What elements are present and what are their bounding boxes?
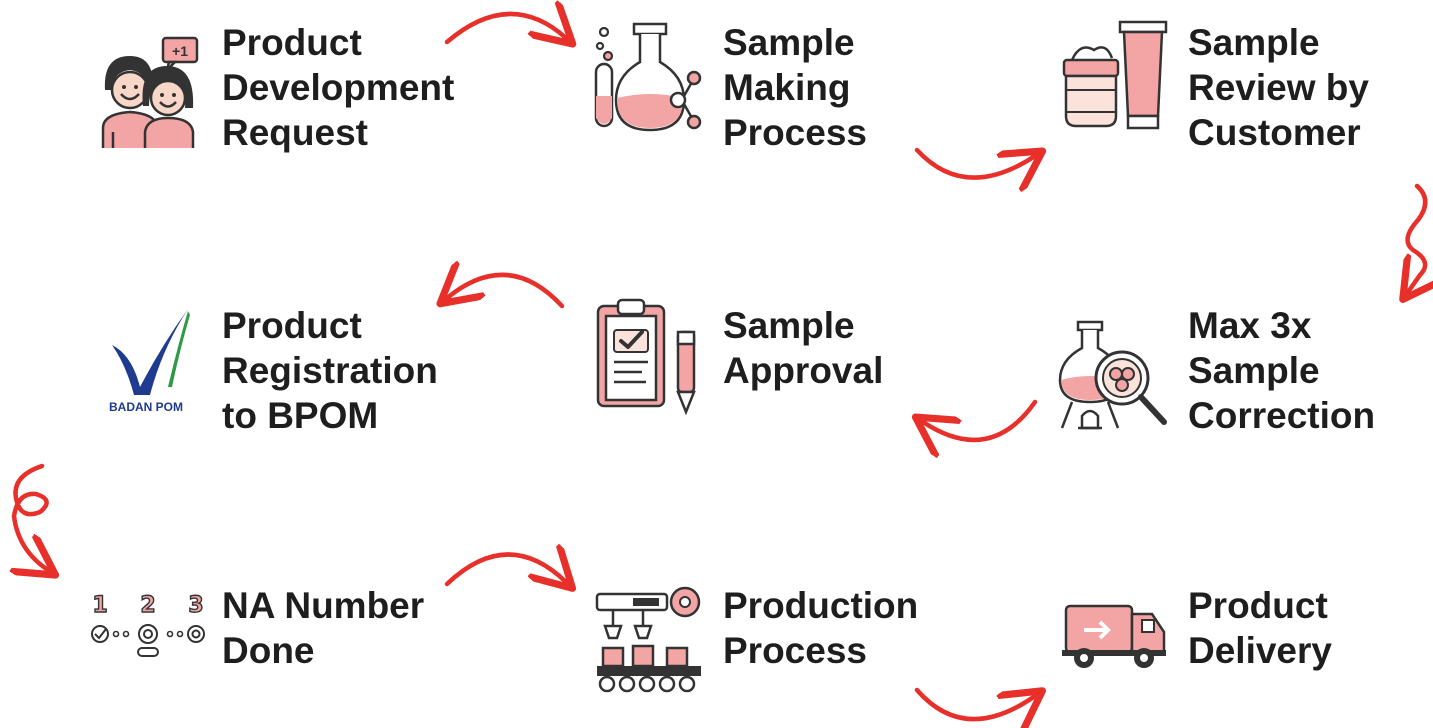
step-label: Sample Making Process (723, 20, 867, 155)
step-label: Sample Approval (723, 303, 883, 393)
badan-pom-logo: BADAN POM (92, 305, 212, 417)
numbered-steps-icon: 1 2 3 (86, 588, 206, 668)
step-label-line: Approval (723, 350, 884, 391)
step-label-line: to BPOM (222, 395, 379, 436)
factory-conveyor-icon (593, 586, 705, 694)
cosmetic-jar-tube-icon (1058, 20, 1170, 132)
step-label-line: Sample (723, 22, 855, 63)
step-label-line: Correction (1188, 395, 1376, 436)
step-digit: 3 (188, 593, 203, 618)
step-label-line: Development (222, 67, 455, 108)
step-label-line: Max 3x (1188, 305, 1312, 346)
delivery-truck-icon (1058, 600, 1170, 672)
team-request-icon: +1 (95, 32, 205, 150)
flask-magnifier-icon (1056, 318, 1171, 433)
step-digit: 2 (140, 593, 155, 618)
step-label-line: Production (723, 585, 919, 626)
clipboard-check-icon (594, 296, 706, 418)
step-label-line: Product (222, 305, 362, 346)
step-label-line: Request (222, 112, 368, 153)
step-label-line: NA Number (222, 585, 425, 626)
badge-text: +1 (172, 43, 188, 59)
step-label: Sample Review by Customer (1188, 20, 1369, 155)
step-label: Production Process (723, 583, 918, 673)
arrow-6-to-7 (14, 463, 48, 570)
step-label-line: Done (222, 630, 315, 671)
step-label: Product Registration to BPOM (222, 303, 438, 438)
step-label-line: Sample (1188, 22, 1320, 63)
arrow-5-to-6 (447, 275, 565, 309)
arrow-4-to-5 (923, 399, 1038, 440)
step-label-line: Customer (1188, 112, 1361, 153)
arrow-2-to-3 (914, 150, 1035, 178)
step-label-line: Review by (1188, 67, 1369, 108)
step-label-line: Product (1188, 585, 1328, 626)
step-label: Product Development Request (222, 20, 454, 155)
step-label-line: Sample (1188, 350, 1320, 391)
lab-flask-icon (592, 20, 704, 138)
step-label-line: Making (723, 67, 851, 108)
step-label-line: Process (723, 630, 867, 671)
arrow-1-to-2 (444, 14, 566, 42)
arrow-7-to-8 (444, 554, 566, 584)
logo-text: BADAN POM (109, 400, 183, 414)
step-label: NA Number Done (222, 583, 424, 673)
step-label-line: Process (723, 112, 867, 153)
arrow-3-to-4 (1408, 183, 1426, 292)
arrow-8-to-9 (914, 690, 1035, 719)
step-digit: 1 (92, 593, 107, 618)
step-label: Max 3x Sample Correction (1188, 303, 1375, 438)
step-label-line: Registration (222, 350, 438, 391)
step-label-line: Product (222, 22, 362, 63)
step-label-line: Sample (723, 305, 855, 346)
step-label: Product Delivery (1188, 583, 1332, 673)
step-label-line: Delivery (1188, 630, 1332, 671)
